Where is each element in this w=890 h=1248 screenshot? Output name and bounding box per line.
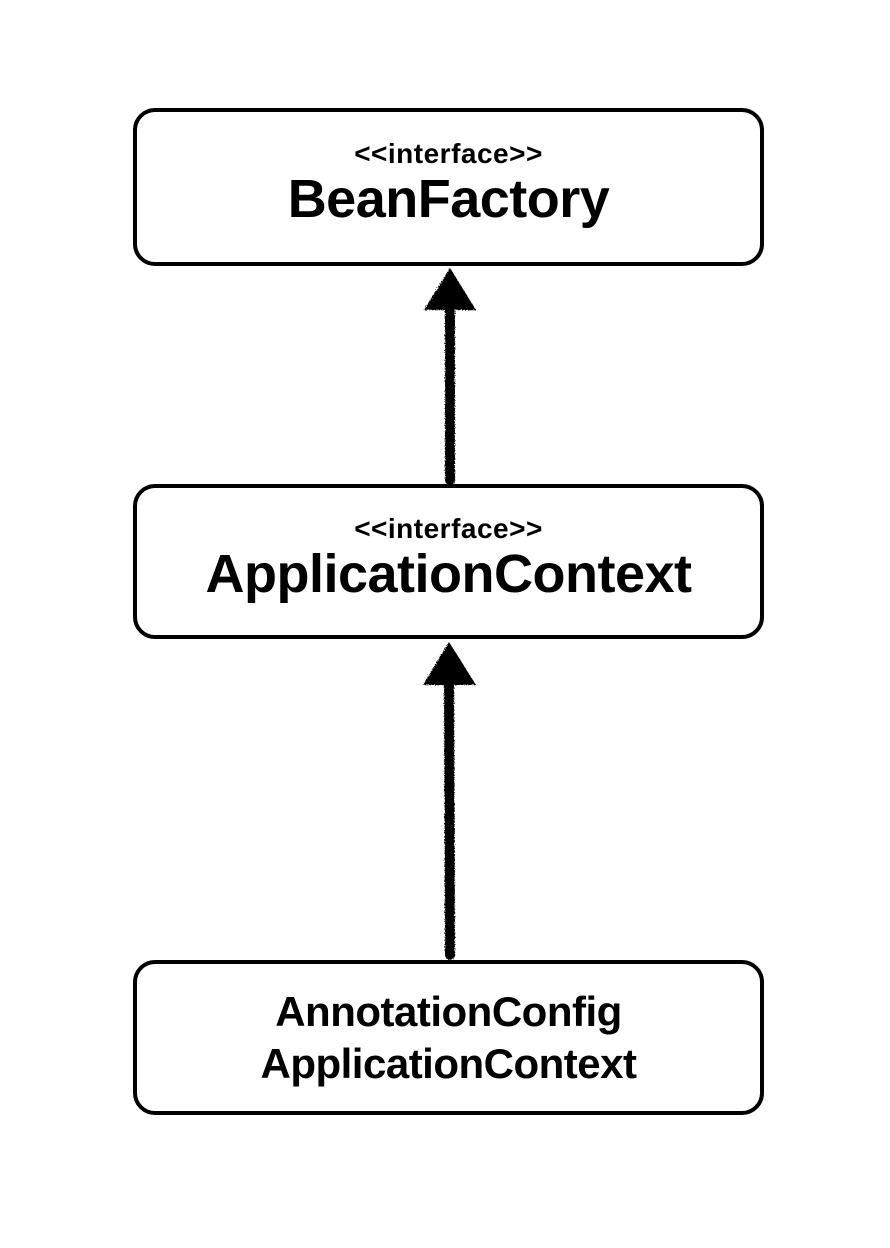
bean-factory-name: BeanFactory	[287, 169, 610, 229]
edge-annotation-config-to-application-context	[423, 642, 476, 960]
edge-line-2	[444, 670, 455, 960]
annotation-config-application-context-node: AnnotationConfig ApplicationContext	[133, 960, 764, 1115]
bean-factory-node: <<interface>> BeanFactory	[133, 108, 764, 266]
annotation-config-name-line1: AnnotationConfig	[275, 987, 622, 1035]
annotation-config-name-line2: ApplicationContext	[260, 1039, 638, 1087]
edge-application-context-to-bean-factory	[424, 268, 476, 485]
application-context-stereotype: <<interface>>	[354, 512, 543, 544]
edge-arrowhead-2	[423, 642, 476, 685]
application-context-name: ApplicationContext	[205, 543, 693, 604]
edge-arrowhead-1	[424, 268, 476, 310]
bean-factory-stereotype: <<interface>>	[354, 138, 543, 169]
application-context-node: <<interface>> ApplicationContext	[133, 484, 764, 639]
